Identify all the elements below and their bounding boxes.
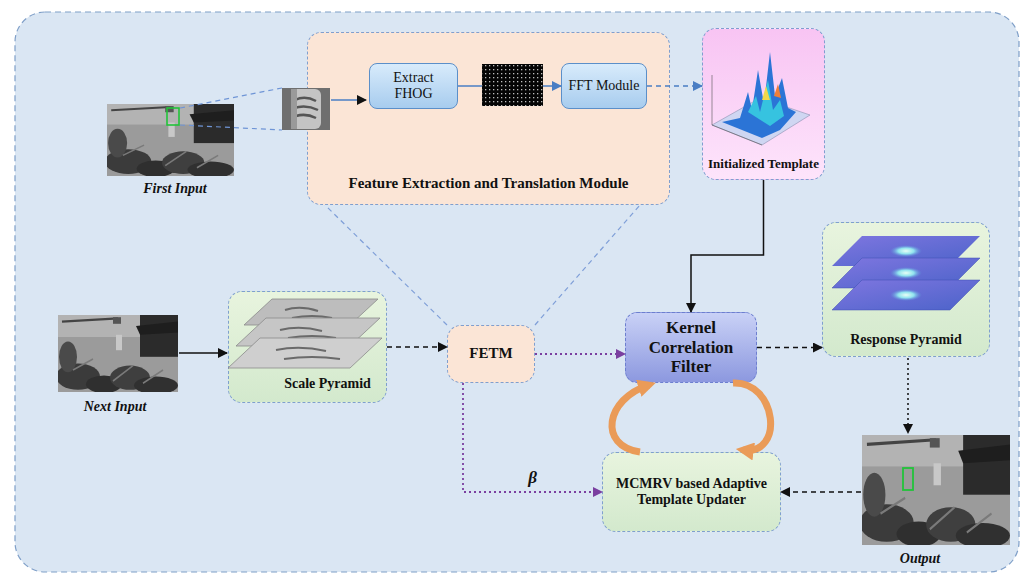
scale-planes (228, 299, 382, 368)
label-holder: Output (880, 549, 960, 567)
input-arrow (179, 352, 227, 354)
caption-label: Next Input (84, 399, 147, 414)
flow-arrow (647, 85, 702, 87)
caption-label: Output (900, 551, 940, 566)
zoom-line (535, 205, 640, 325)
cycle-arrow (612, 385, 649, 452)
pyramid-panel: Scale Pyramid (228, 291, 387, 403)
feature-map (482, 64, 543, 106)
process-box: Extract FHOG (369, 63, 458, 109)
node-text: Initialized Template (708, 157, 819, 172)
flow-arrow (691, 180, 764, 312)
flow-arrow (757, 347, 822, 349)
label-holder: Next Input (60, 397, 170, 415)
node-text: FETM (469, 345, 512, 362)
node-text: Extract FHOG (374, 70, 453, 102)
node-text: Kernel Correlation Filter (630, 318, 752, 377)
feature-arrow (463, 383, 602, 492)
first-input-photo (105, 104, 234, 178)
input-arrow (331, 99, 366, 101)
node-text: MCMRV based Adaptive Template Updater (607, 476, 776, 508)
flow-arrow (458, 85, 561, 87)
target-crop (282, 88, 330, 130)
outer-panel (15, 12, 1019, 572)
filter-box: Kernel Correlation Filter (625, 312, 757, 383)
node-text: Response Pyramid (850, 332, 962, 348)
zoom-line (180, 88, 282, 130)
caption-label: First Input (143, 181, 206, 196)
output-arrow (907, 358, 909, 433)
feature-arrow (535, 353, 625, 355)
flow-arrow (387, 346, 447, 348)
zoom-line (325, 205, 447, 325)
process-box: FFT Module (561, 63, 647, 109)
target-box (903, 468, 913, 490)
feedback-arrow (781, 491, 861, 493)
module-box: FETM (447, 325, 535, 383)
cycle-arrow (733, 383, 771, 450)
module-panel: Feature Extraction and Translation Modul… (307, 32, 670, 205)
node-text: FFT Module (569, 78, 640, 94)
node-text: Feature Extraction and Translation Modul… (348, 175, 628, 192)
edge-label-holder: β (513, 468, 553, 488)
updater-box: MCMRV based Adaptive Template Updater (602, 452, 781, 532)
response-planes (832, 236, 980, 310)
template-panel: Initialized Template (702, 28, 825, 180)
label-holder: First Input (120, 179, 230, 197)
target-box (167, 108, 179, 125)
edge-label: β (526, 468, 539, 487)
output-photo (860, 435, 1010, 548)
next-input-photo (56, 315, 178, 394)
surface-plot (712, 52, 810, 145)
node-text: Scale Pyramid (284, 376, 371, 392)
pyramid-panel: Response Pyramid (822, 222, 990, 357)
